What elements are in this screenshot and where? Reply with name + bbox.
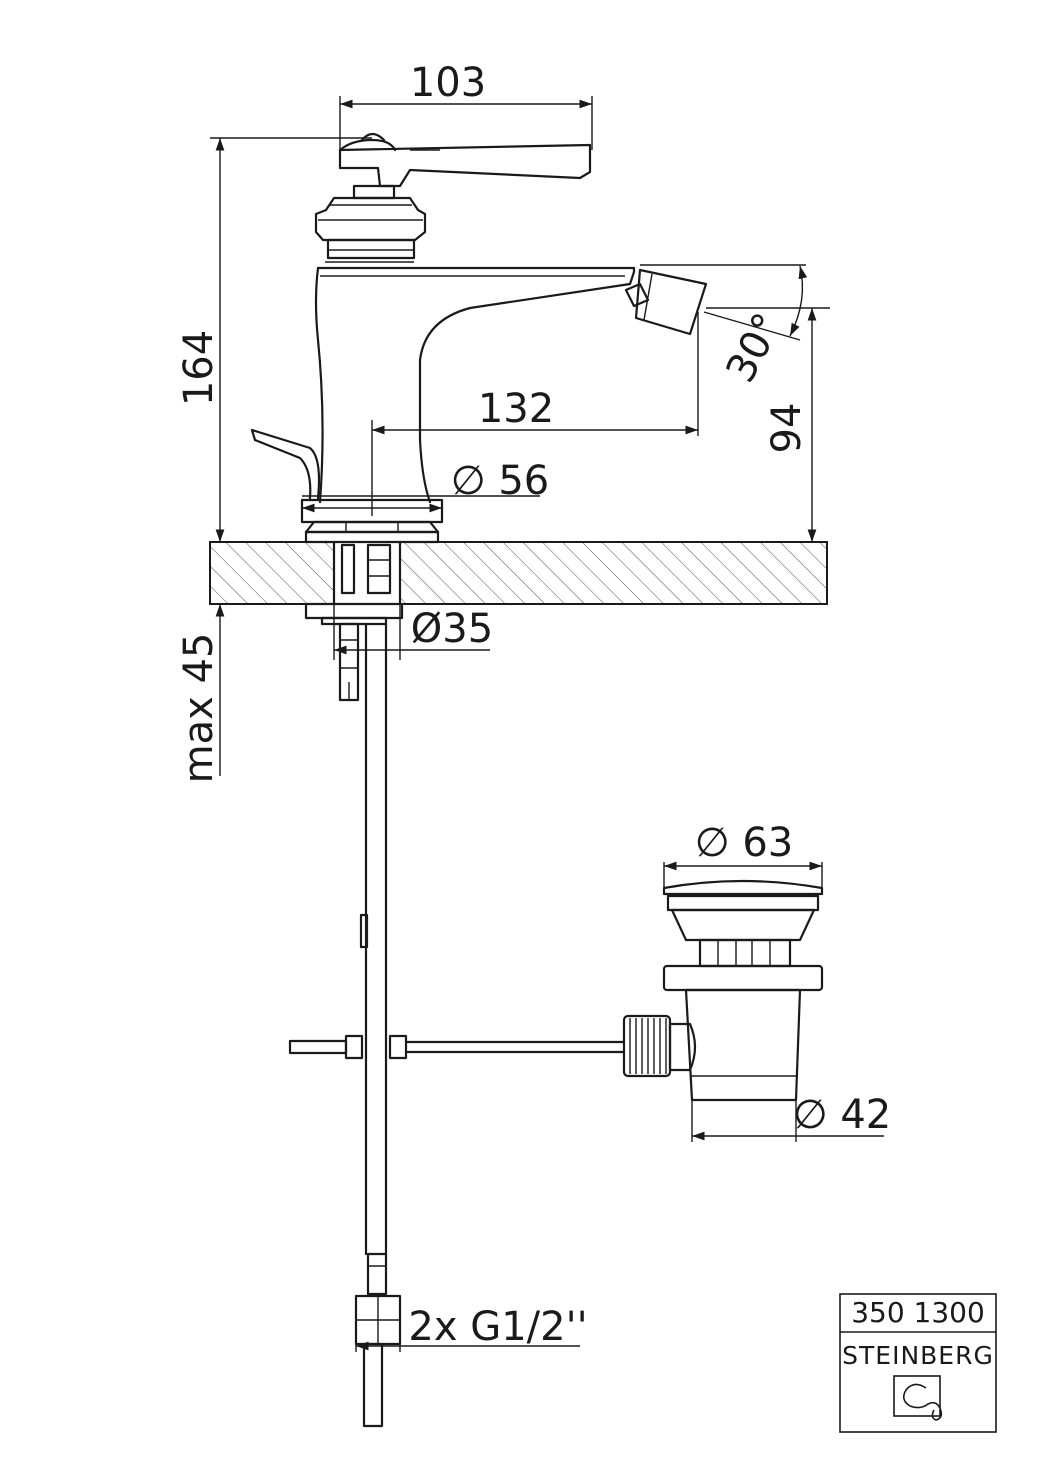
dim-max-deck: max 45 [176, 633, 222, 784]
dim-spray-angle: 30° [718, 306, 792, 390]
mounting-assembly [304, 543, 404, 1428]
dim-hole-diameter: Ø35 [411, 606, 493, 652]
dim-height-total: 164 [176, 330, 222, 406]
title-block: 350 1300 STEINBERG [839, 1293, 997, 1433]
brand-logo-icon [893, 1375, 943, 1421]
product-number: 350 1300 [851, 1296, 985, 1329]
dim-waste-head: ∅ 63 [695, 820, 793, 866]
dim-spout-reach: 132 [478, 386, 554, 432]
mixer-tap [250, 132, 708, 544]
waste-fitting [622, 879, 824, 1102]
dim-width-top: 103 [410, 60, 486, 106]
dim-connections: 2x G1/2'' [408, 1304, 587, 1350]
brand-name: STEINBERG [842, 1341, 994, 1370]
dim-waste-body: ∅ 42 [793, 1092, 891, 1138]
pop-up-linkage [288, 1034, 626, 1060]
dimension-lines [210, 96, 884, 1352]
dim-spout-height: 94 [764, 403, 810, 454]
dim-base-diameter: ∅ 56 [451, 458, 549, 504]
countertop-section [209, 540, 828, 606]
